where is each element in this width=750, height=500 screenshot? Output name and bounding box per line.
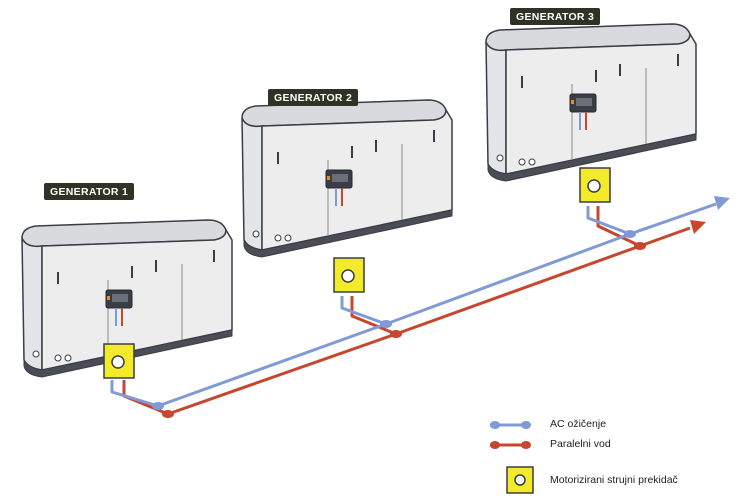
legend-breaker-label: Motorizirani strujni prekidač [550, 474, 678, 486]
legend-breaker-symbol [506, 466, 534, 494]
legend-parallel-symbol [490, 441, 531, 449]
legend-parallel-label: Paralelni vod [550, 438, 611, 450]
legend-ac-label: AC ožičenje [550, 418, 607, 430]
breaker-generator-3 [579, 167, 611, 203]
generator-3-unit [485, 23, 697, 182]
generator-1-label: GENERATOR 1 [44, 183, 135, 200]
generator-2-label: GENERATOR 2 [268, 89, 359, 106]
parallel-line [122, 206, 706, 418]
generator-2-unit [241, 99, 453, 258]
ac-wiring-line [110, 196, 730, 410]
breaker-generator-2 [333, 257, 365, 293]
generator-3-label: GENERATOR 3 [510, 8, 601, 25]
breaker-generator-1 [103, 343, 135, 379]
legend-ac-symbol [490, 421, 531, 429]
